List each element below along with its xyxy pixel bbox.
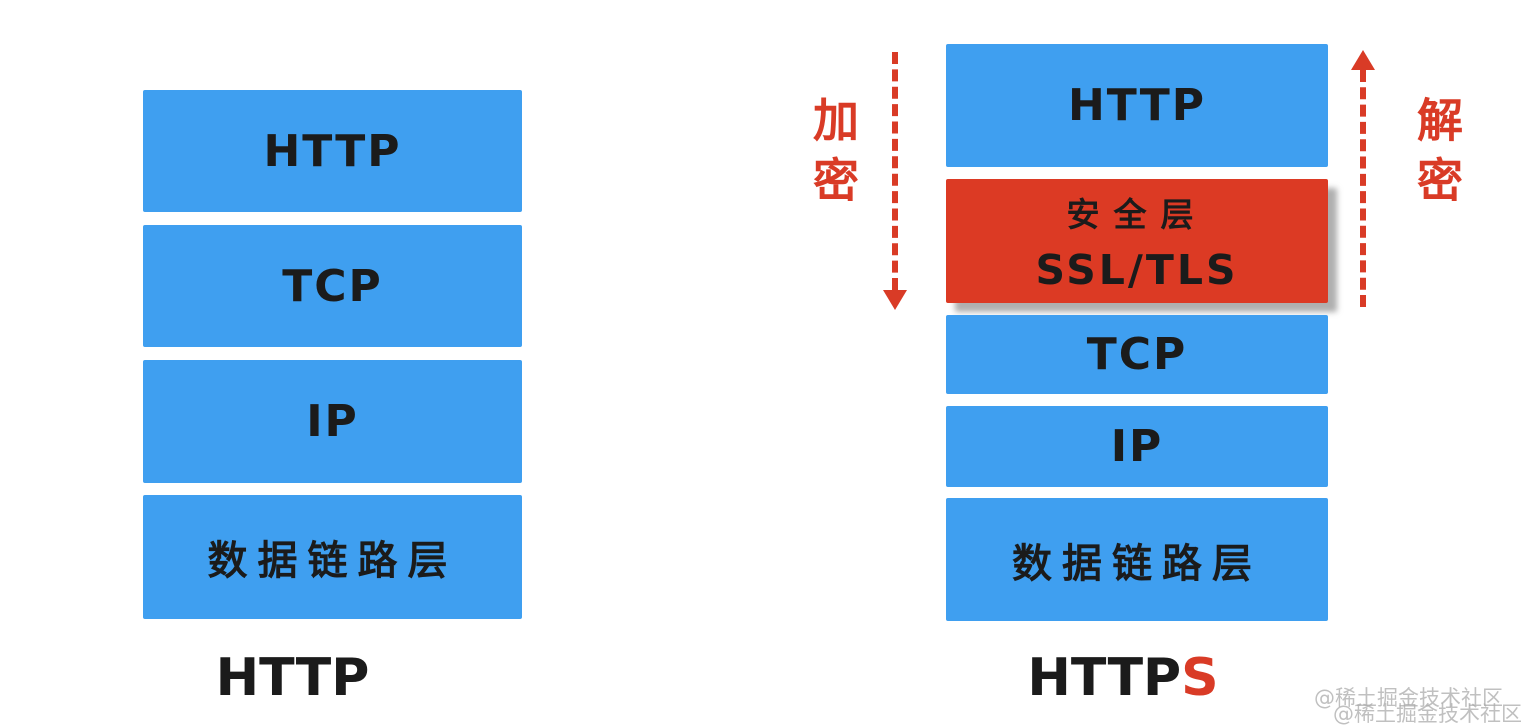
right-layer-security-label-ssl: SSL/TLS [1035,246,1239,294]
right-layer-http-label: HTTP [1067,80,1207,131]
left-layer-http: HTTP [143,90,522,212]
right-layer-tcp: TCP [946,315,1328,394]
right-layer-tcp-label: TCP [1086,329,1188,380]
right-layer-ip: IP [946,406,1328,487]
right-stack-title: HTTPS [932,648,1314,708]
encrypt-dashed-down-arrow-icon [883,52,907,310]
left-layer-datalink: 数据链路层 [143,495,522,619]
decrypt-label: 解密 [1410,96,1464,216]
watermark-line1: @稀土掘金技术社区 [1314,686,1503,710]
right-layer-security: 安全层 SSL/TLS [946,179,1328,303]
right-stack-title-main: HTTP [1027,648,1182,708]
right-stack-title-suffix: S [1181,648,1219,708]
left-layer-tcp: TCP [143,225,522,347]
left-layer-datalink-label: 数据链路层 [207,538,458,584]
left-layer-http-label: HTTP [263,125,402,177]
encrypt-label: 加密 [806,96,860,216]
left-layer-tcp-label: TCP [282,260,383,312]
right-layer-ip-label: IP [1110,421,1164,472]
watermark-line2: @稀土掘金技术社区 [1333,702,1522,726]
right-layer-security-label-cn: 安全层 [1066,195,1208,234]
left-layer-ip: IP [143,360,522,483]
left-layer-ip-label: IP [306,396,359,447]
decrypt-dashed-up-arrow-icon [1351,50,1375,307]
right-layer-http: HTTP [946,44,1328,167]
left-stack-title: HTTP [215,648,370,708]
right-layer-datalink-label: 数据链路层 [1012,540,1262,587]
right-layer-datalink: 数据链路层 [946,498,1328,621]
